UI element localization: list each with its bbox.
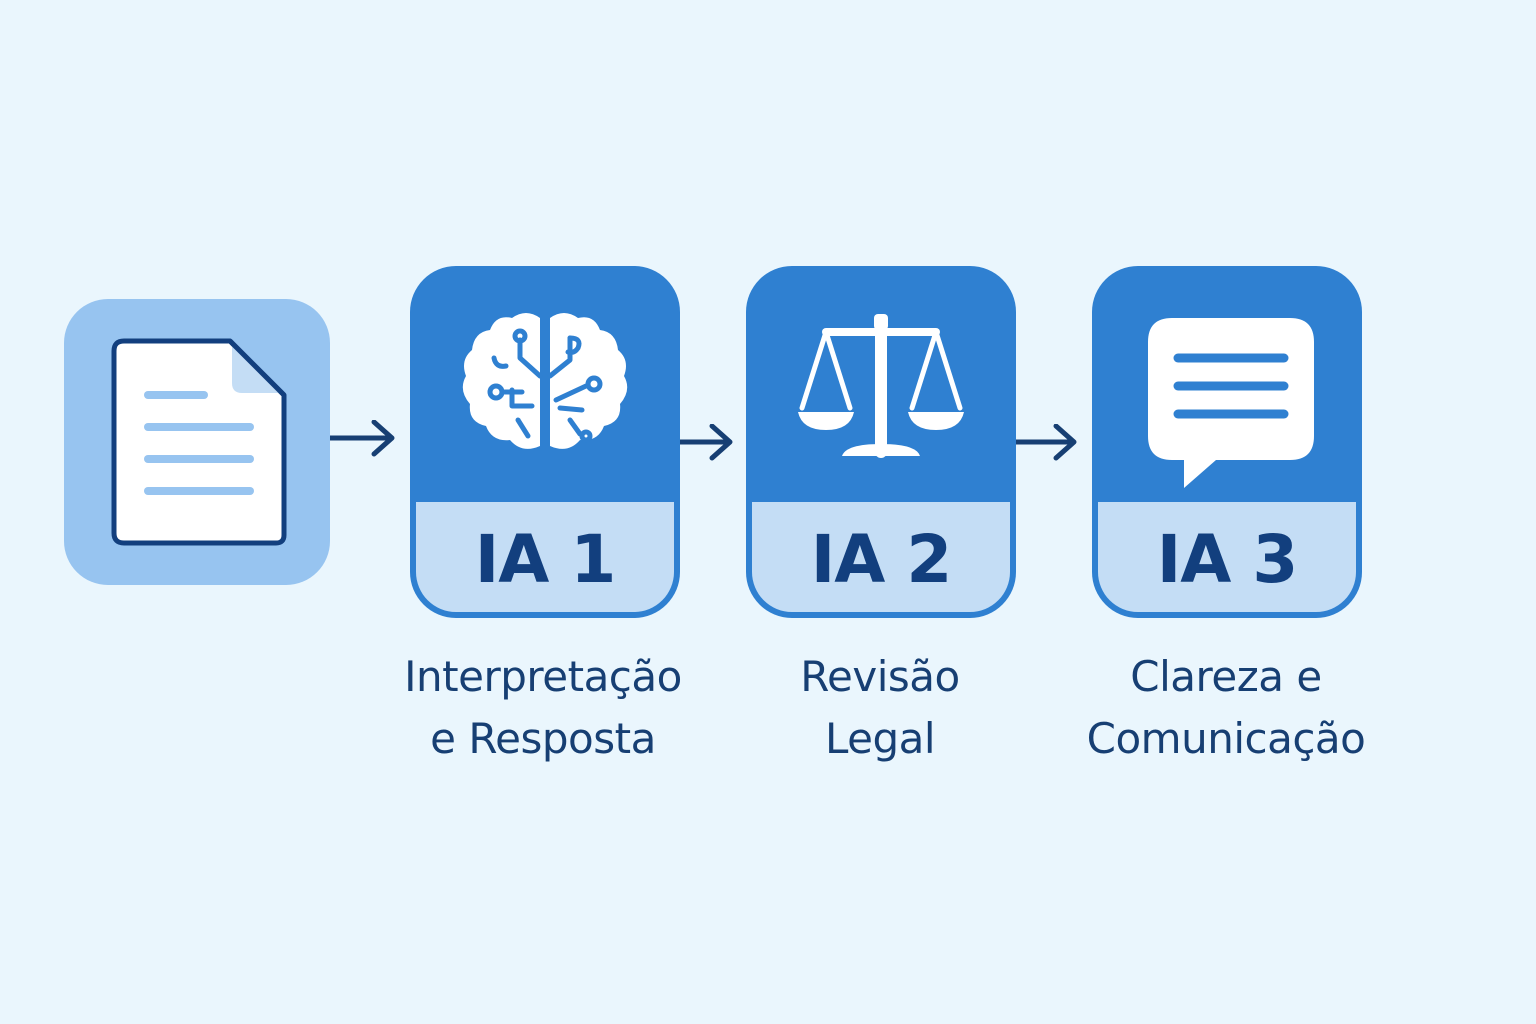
caption-line: e Resposta	[430, 714, 656, 763]
stage-card-ia1: IA 1	[410, 266, 680, 618]
stage-card-ia3: IA 3	[1092, 266, 1362, 618]
stage-label-panel: IA 3	[1098, 502, 1356, 612]
stage-caption-ia2: Revisão Legal	[700, 646, 1060, 770]
brain-circuit-icon	[462, 313, 628, 449]
arrow-right-icon	[680, 424, 733, 461]
document-icon	[111, 338, 287, 546]
stage-icon-area	[410, 266, 680, 502]
caption-line: Interpretação	[404, 652, 682, 701]
caption-line: Comunicação	[1086, 714, 1366, 763]
stage-icon-area	[746, 266, 1016, 502]
stage-label: IA 3	[1156, 520, 1299, 598]
stage-caption-ia3: Clareza e Comunicação	[1046, 646, 1406, 770]
caption-line: Legal	[824, 714, 936, 763]
arrow-right-icon	[1016, 424, 1077, 461]
stage-label: IA 2	[810, 520, 953, 598]
caption-line: Clareza e	[1130, 652, 1322, 701]
input-document-card	[64, 299, 330, 585]
stage-label-panel: IA 1	[416, 502, 674, 612]
stage-label-panel: IA 2	[752, 502, 1010, 612]
caption-line: Revisão	[800, 652, 960, 701]
stage-caption-ia1: Interpretação e Resposta	[363, 646, 723, 770]
stage-card-ia2: IA 2	[746, 266, 1016, 618]
arrow-right-icon	[330, 420, 395, 457]
stage-label: IA 1	[474, 520, 617, 598]
chat-bubble-icon	[1148, 318, 1314, 488]
stage-icon-area	[1092, 266, 1362, 502]
scales-of-justice-icon	[798, 314, 964, 458]
